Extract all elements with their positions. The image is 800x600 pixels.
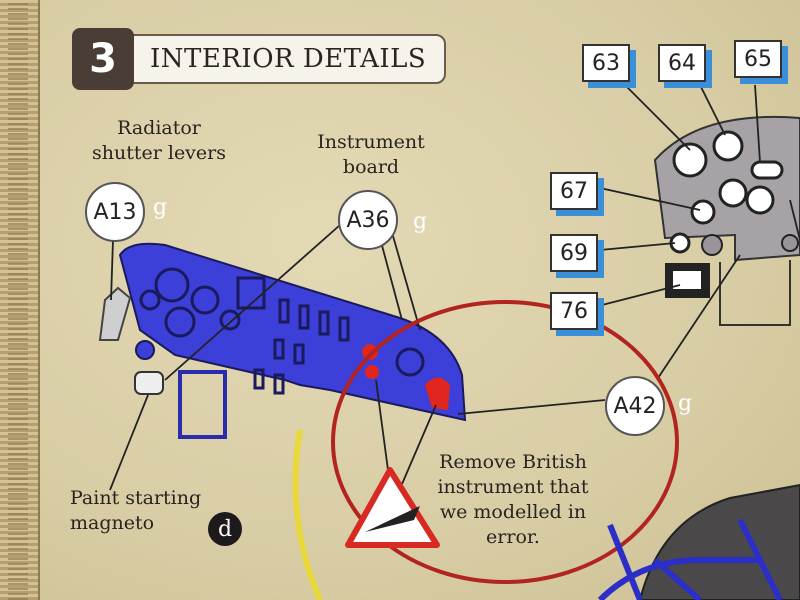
step-number: 3 [72, 28, 134, 90]
callout-64: 64 [658, 44, 706, 82]
binding-edge [0, 0, 40, 600]
callout-76: 76 [550, 292, 598, 330]
part-a36: A36 [338, 190, 398, 250]
paint-d-badge: d [208, 512, 242, 546]
instrument-board-label: Instrument board [317, 131, 425, 178]
paint-g-drop: g [670, 386, 700, 420]
remove-note: Remove British instrument that we modell… [437, 451, 589, 548]
callout-67: 67 [550, 172, 598, 210]
cockpit-structure [597, 483, 800, 600]
paint-g-drop: g [145, 190, 175, 224]
blue-instrument-board [98, 242, 467, 439]
gray-instrument-panel [653, 115, 800, 326]
leader-lines [109, 84, 800, 491]
step-title: INTERIOR DETAILS [128, 34, 447, 84]
callout-65: 65 [734, 40, 782, 78]
radiator-label: Radiator shutter levers [92, 117, 226, 164]
callout-69: 69 [550, 234, 598, 272]
warning-triangle-icon [345, 467, 440, 548]
part-a13: A13 [85, 182, 145, 242]
callout-63: 63 [582, 44, 630, 82]
part-a42: A42 [605, 376, 665, 436]
guide-curve [292, 429, 323, 600]
paint-magneto-label: Paint starting magneto [70, 487, 202, 534]
step-header: 3 INTERIOR DETAILS [72, 28, 447, 90]
highlight-circle [331, 300, 679, 584]
paint-g-drop: g [405, 204, 435, 238]
